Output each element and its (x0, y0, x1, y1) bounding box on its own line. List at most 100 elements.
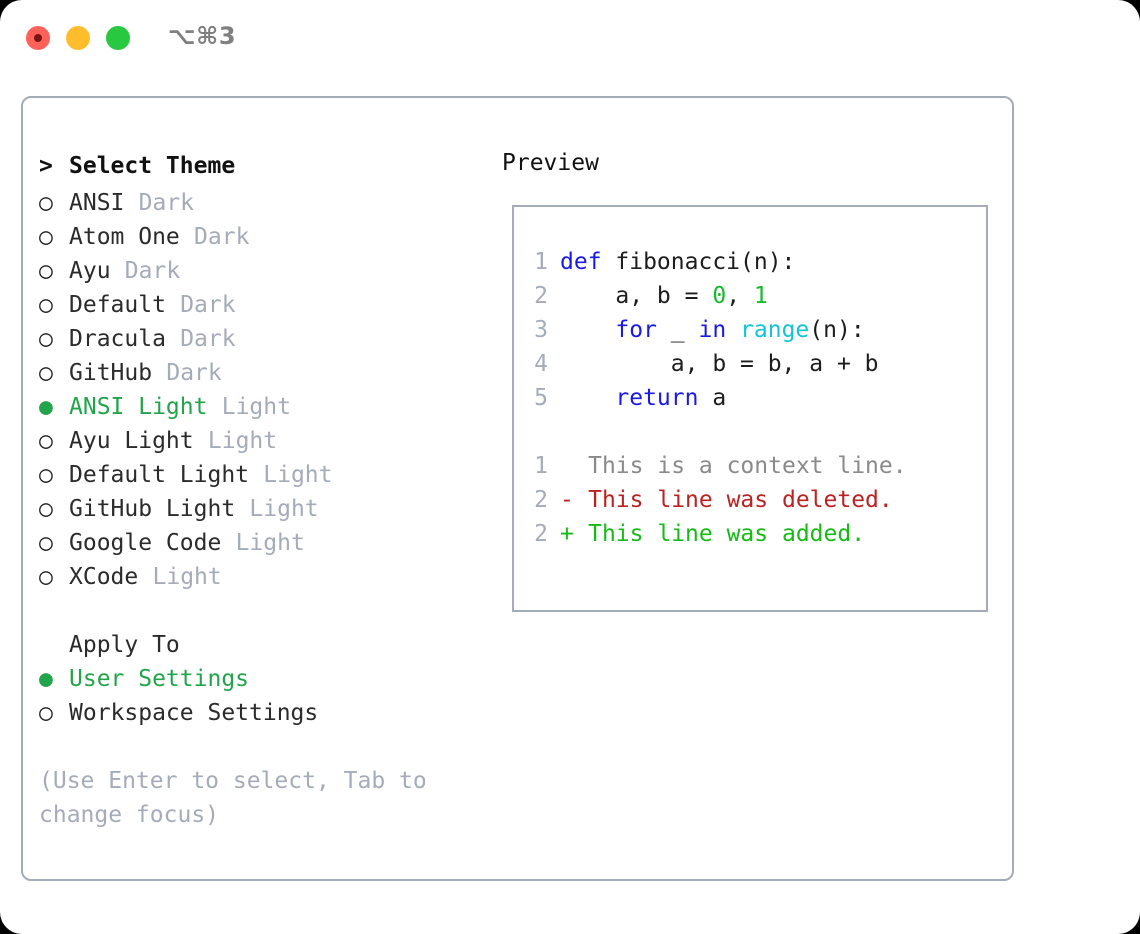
code-token-number: 0 (712, 283, 727, 309)
diff-line-deleted: 2 - This line was deleted. (514, 483, 986, 517)
theme-option-ansi-dark[interactable]: ○ ANSI Dark (39, 186, 488, 220)
maximize-button[interactable] (106, 26, 130, 50)
theme-option-kind: Light (263, 462, 333, 488)
code-token-keyword: def (560, 249, 602, 275)
code-token-plain: (n): (809, 317, 865, 343)
theme-option-kind: Light (235, 530, 305, 556)
radio-unselected-icon[interactable]: ○ (39, 462, 53, 488)
radio-unselected-icon[interactable]: ○ (39, 530, 53, 556)
line-number: 5 (534, 385, 548, 411)
theme-option-atom-one-dark[interactable]: ○ Atom One Dark (39, 220, 488, 254)
code-text: def fibonacci(n): (560, 245, 795, 279)
radio-unselected-icon[interactable]: ○ (39, 258, 53, 284)
theme-option-xcode[interactable]: ○ XCode Light (39, 560, 488, 594)
theme-option-label: Ayu (69, 258, 111, 284)
code-token-plain (726, 317, 740, 343)
theme-option-kind: Light (221, 394, 291, 420)
radio-unselected-icon[interactable]: ○ (39, 326, 53, 352)
preview-column: Preview 1 def fibonacci(n): 2 a, b = 0, … (488, 98, 1012, 879)
minimize-button[interactable] (66, 26, 90, 50)
prompt-caret-icon: > (39, 153, 53, 179)
radio-unselected-icon[interactable]: ○ (39, 292, 53, 318)
code-token-plain: a (698, 385, 727, 411)
line-number: 4 (534, 351, 548, 377)
theme-option-google-code[interactable]: ○ Google Code Light (39, 526, 488, 560)
keyboard-hint-text: (Use Enter to select, Tab to change focu… (39, 768, 427, 828)
radio-unselected-icon[interactable]: ○ (39, 360, 53, 386)
code-text: a, b = 0, 1 (560, 279, 768, 313)
code-token-function: range (740, 317, 810, 343)
close-button[interactable] (26, 26, 50, 50)
apply-to-option-user-settings[interactable]: ● User Settings (39, 662, 488, 696)
theme-option-github-dark[interactable]: ○ GitHub Dark (39, 356, 488, 390)
apply-to-option-workspace-settings[interactable]: ○ Workspace Settings (39, 696, 488, 730)
line-number: 1 (534, 453, 548, 479)
code-token-number: 1 (753, 283, 768, 309)
theme-option-kind: Dark (194, 224, 250, 250)
theme-option-label: Default Light (69, 462, 250, 488)
main-panel: > Select Theme ○ ANSI Dark ○ Atom One Da… (21, 96, 1014, 881)
theme-option-default-dark[interactable]: ○ Default Dark (39, 288, 488, 322)
line-number: 2 (534, 487, 548, 513)
theme-option-label: GitHub (69, 360, 153, 386)
theme-option-default-light[interactable]: ○ Default Light Light (39, 458, 488, 492)
list-spacer (39, 594, 488, 628)
theme-option-kind: Dark (180, 326, 236, 352)
theme-option-kind: Light (207, 428, 278, 454)
theme-option-ayu-dark[interactable]: ○ Ayu Dark (39, 254, 488, 288)
radio-unselected-icon[interactable]: ○ (39, 428, 53, 454)
theme-option-label: Dracula (69, 326, 166, 352)
theme-option-kind: Dark (166, 360, 222, 386)
radio-selected-icon[interactable]: ● (39, 666, 53, 692)
radio-unselected-icon[interactable]: ○ (39, 496, 53, 522)
theme-option-label: GitHub Light (69, 496, 236, 522)
theme-option-label: ANSI Light (69, 394, 208, 420)
theme-option-kind: Light (249, 496, 319, 522)
radio-selected-icon[interactable]: ● (39, 394, 53, 420)
theme-option-label: Ayu Light (69, 428, 194, 454)
code-line: 1 def fibonacci(n): (514, 245, 986, 279)
theme-option-dracula-dark[interactable]: ○ Dracula Dark (39, 322, 488, 356)
code-token-keyword: return (615, 385, 699, 411)
code-text: return a (560, 381, 726, 415)
radio-unselected-icon[interactable]: ○ (39, 190, 53, 216)
line-number: 3 (534, 317, 548, 343)
theme-option-kind: Dark (124, 258, 181, 284)
theme-option-label: Atom One (69, 224, 180, 250)
code-token-plain: a, b = (560, 283, 713, 309)
theme-option-ayu-light[interactable]: ○ Ayu Light Light (39, 424, 488, 458)
preview-title: Preview (502, 150, 599, 176)
code-token-keyword: for (615, 317, 657, 343)
radio-unselected-icon[interactable]: ○ (39, 224, 53, 250)
theme-option-label: Default (69, 292, 166, 318)
theme-option-kind: Dark (138, 190, 195, 216)
code-line: 4 a, b = b, a + b (514, 347, 986, 381)
code-line: 3 for _ in range(n): (514, 313, 986, 347)
code-token-plain: fibonacci(n): (601, 249, 796, 275)
radio-unselected-icon[interactable]: ○ (39, 564, 53, 590)
theme-option-label: XCode (69, 564, 139, 590)
theme-option-ansi-light[interactable]: ● ANSI Light Light (39, 390, 488, 424)
code-line: 2 a, b = 0, 1 (514, 279, 986, 313)
theme-picker-header: > Select Theme (39, 146, 488, 186)
theme-picker-column: > Select Theme ○ ANSI Dark ○ Atom One Da… (23, 98, 488, 879)
apply-to-option-label: Workspace Settings (69, 700, 319, 726)
code-token-plain (560, 317, 615, 343)
theme-option-github-light[interactable]: ○ GitHub Light Light (39, 492, 488, 526)
theme-option-label: ANSI (69, 190, 125, 216)
diff-sign: - (560, 487, 574, 513)
diff-sign: + (560, 521, 574, 547)
hint-spacer (39, 730, 488, 764)
code-token-plain: , (726, 283, 754, 309)
diff-sign (560, 449, 574, 483)
code-text: for _ in range(n): (560, 313, 865, 347)
theme-option-kind: Dark (180, 292, 236, 318)
code-sample: 1 def fibonacci(n): 2 a, b = 0, 1 3 for … (514, 207, 986, 551)
diff-spacer (514, 415, 986, 449)
diff-text: This line was added. (588, 521, 866, 547)
apply-to-header: Apply To (39, 628, 488, 662)
apply-to-option-label: User Settings (69, 666, 250, 692)
radio-unselected-icon[interactable]: ○ (39, 700, 53, 726)
diff-text: This is a context line. (588, 453, 907, 479)
preview-box: 1 def fibonacci(n): 2 a, b = 0, 1 3 for … (512, 205, 988, 612)
